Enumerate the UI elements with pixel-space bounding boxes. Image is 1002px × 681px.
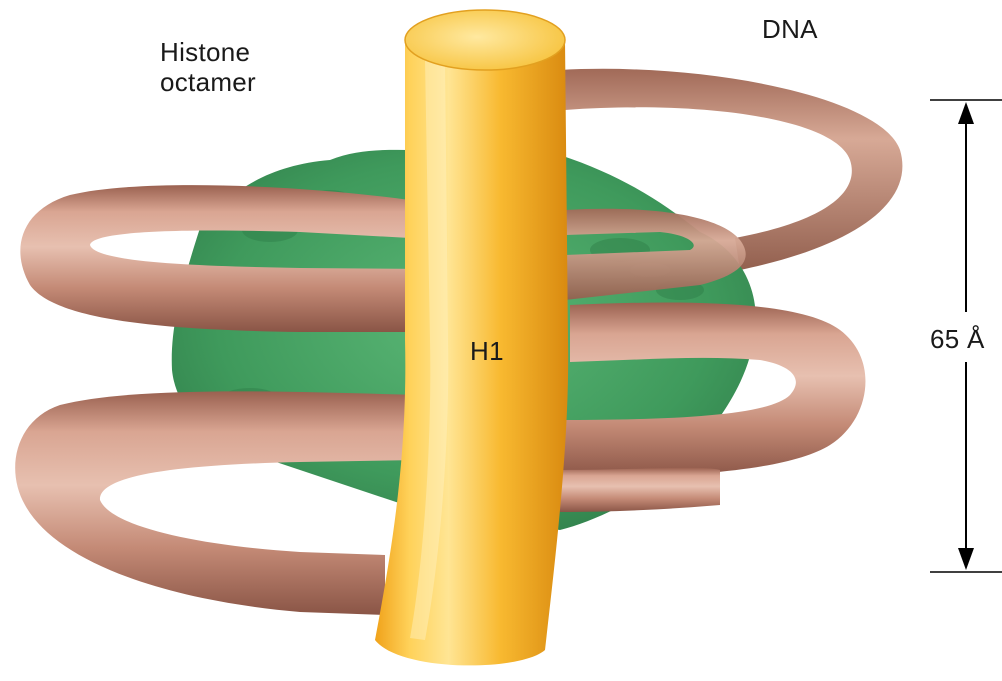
histone-label-line1: Histone	[160, 37, 256, 67]
h1-label: H1	[470, 336, 504, 366]
dimension-label: 65 Å	[930, 322, 985, 356]
dna-label: DNA	[762, 14, 818, 44]
arrow-down-icon	[958, 548, 974, 570]
histone-octamer-label: Histone octamer	[160, 37, 256, 97]
histone-label-line2: octamer	[160, 67, 256, 97]
dna-front-strand	[395, 268, 575, 332]
arrow-up-icon	[958, 102, 974, 124]
